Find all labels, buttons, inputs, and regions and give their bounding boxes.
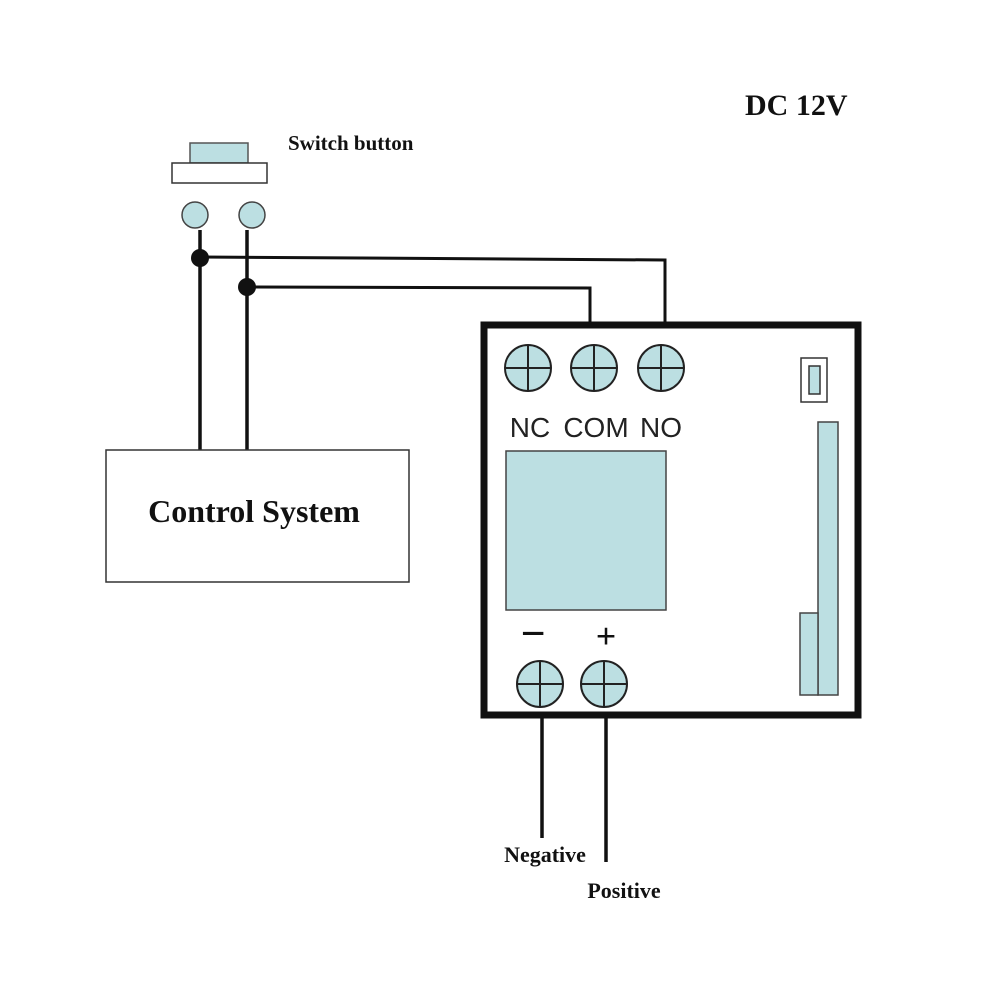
terminal-positive <box>580 660 628 708</box>
terminal-negative <box>516 660 564 708</box>
switch-button <box>171 142 268 229</box>
label-plus: + <box>596 616 617 656</box>
indicator-inner <box>808 365 821 395</box>
switch-cap <box>189 142 249 164</box>
control-system-label: Control System <box>148 493 360 529</box>
terminal-nc <box>504 344 552 392</box>
junction-right <box>238 278 256 296</box>
relay-component <box>505 450 667 611</box>
control-system-box <box>105 449 410 583</box>
switch-pin-right <box>238 201 266 229</box>
relay-module: NC COM NO − + <box>480 321 862 719</box>
side-strip-short <box>799 612 819 696</box>
side-strip-tall <box>817 421 839 696</box>
relay-board <box>480 321 862 719</box>
positive-label: Positive <box>587 878 661 903</box>
switch-pin-left <box>181 201 209 229</box>
terminal-no <box>637 344 685 392</box>
switch-label: Switch button <box>288 131 414 155</box>
power-label: DC 12V <box>745 89 848 122</box>
switch-base <box>171 162 268 184</box>
terminal-com <box>570 344 618 392</box>
label-minus: − <box>520 609 545 658</box>
label-com: COM <box>563 412 628 443</box>
junction-left <box>191 249 209 267</box>
wire-to-no <box>199 255 667 348</box>
label-no: NO <box>640 412 682 443</box>
negative-label: Negative <box>504 842 586 867</box>
label-nc: NC <box>510 412 550 443</box>
